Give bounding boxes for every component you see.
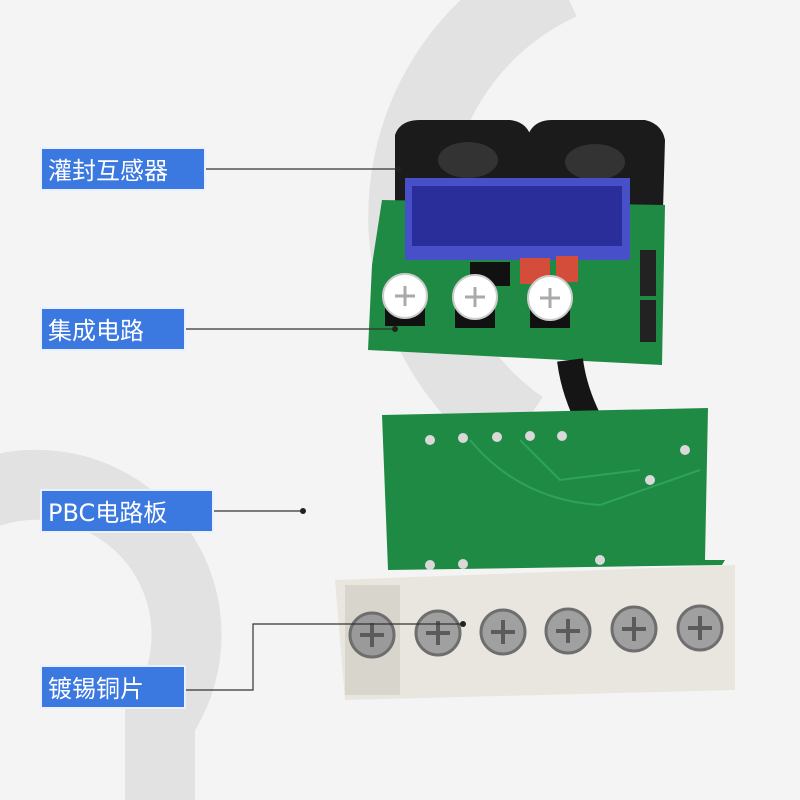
leader-lines bbox=[186, 168, 463, 691]
label-tinned-copper: 镀锡铜片 bbox=[40, 665, 186, 709]
potentiometer-3 bbox=[527, 275, 573, 328]
lower-pcb bbox=[382, 408, 725, 570]
potentiometer-2 bbox=[452, 274, 498, 328]
leader-line-4 bbox=[186, 623, 463, 691]
label-integrated-circuit: 集成电路 bbox=[40, 307, 186, 351]
tinned-copper-screws bbox=[348, 604, 724, 659]
label-pcb-board: PBC电路板 bbox=[40, 489, 214, 533]
leader-dots bbox=[300, 166, 466, 627]
label-potted-transformer: 灌封互感器 bbox=[40, 147, 206, 191]
potentiometer-1 bbox=[382, 273, 428, 326]
upper-pcb bbox=[368, 178, 665, 365]
terminal-block bbox=[335, 565, 735, 700]
